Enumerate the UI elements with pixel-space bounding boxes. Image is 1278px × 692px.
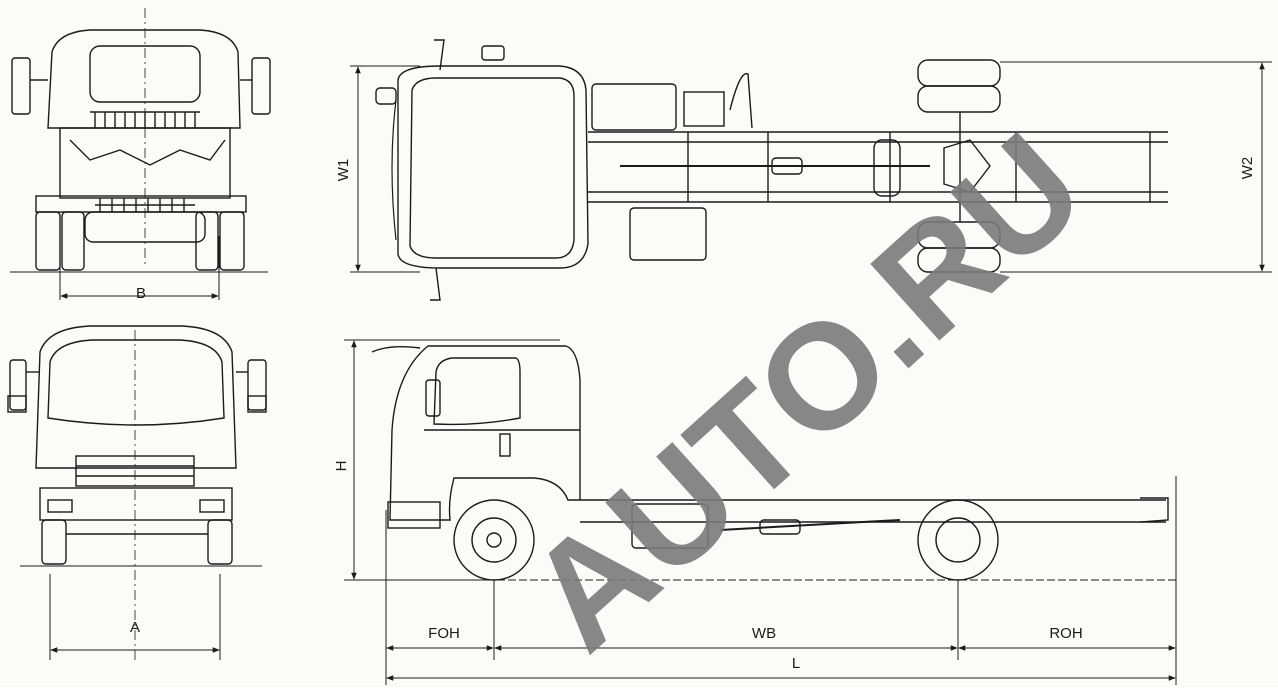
label-w1: W1: [335, 159, 352, 182]
top-view: [375, 39, 1168, 301]
label-foh: FOH: [428, 625, 460, 642]
dimension-a: [49, 574, 221, 660]
label-roh: ROH: [1049, 625, 1082, 642]
label-l: L: [792, 655, 800, 672]
dimension-b: [59, 236, 220, 300]
label-w2: W2: [1239, 157, 1256, 180]
rear-view: [10, 8, 271, 273]
front-view: [7, 325, 267, 660]
side-view: [371, 345, 1169, 581]
label-a: A: [130, 619, 140, 636]
dimension-w2: [1000, 61, 1272, 273]
label-b: B: [136, 285, 146, 302]
label-wb: WB: [752, 625, 776, 642]
length-dimensions: [354, 476, 1178, 685]
label-h: H: [333, 461, 350, 472]
dimension-w1: [350, 65, 420, 273]
